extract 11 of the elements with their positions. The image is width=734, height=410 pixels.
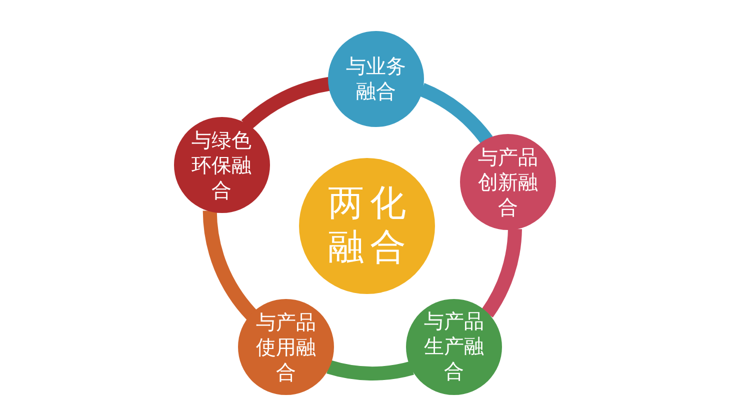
- topic-circle: 与产品生产融合: [406, 298, 502, 395]
- connector-arc: [242, 77, 331, 131]
- connector-arc: [326, 360, 414, 380]
- connector-arc: [481, 228, 522, 318]
- center-circle: 两化融合: [299, 158, 435, 294]
- topic-circle: 与业务融合: [328, 31, 424, 128]
- topic-circle: 与产品使用融合: [238, 299, 334, 396]
- topic-circle: 与绿色环保融合: [174, 117, 270, 214]
- connector-arc: [202, 210, 258, 320]
- topic-circle: 与产品创新融合: [460, 134, 556, 230]
- connector-arc: [418, 83, 493, 145]
